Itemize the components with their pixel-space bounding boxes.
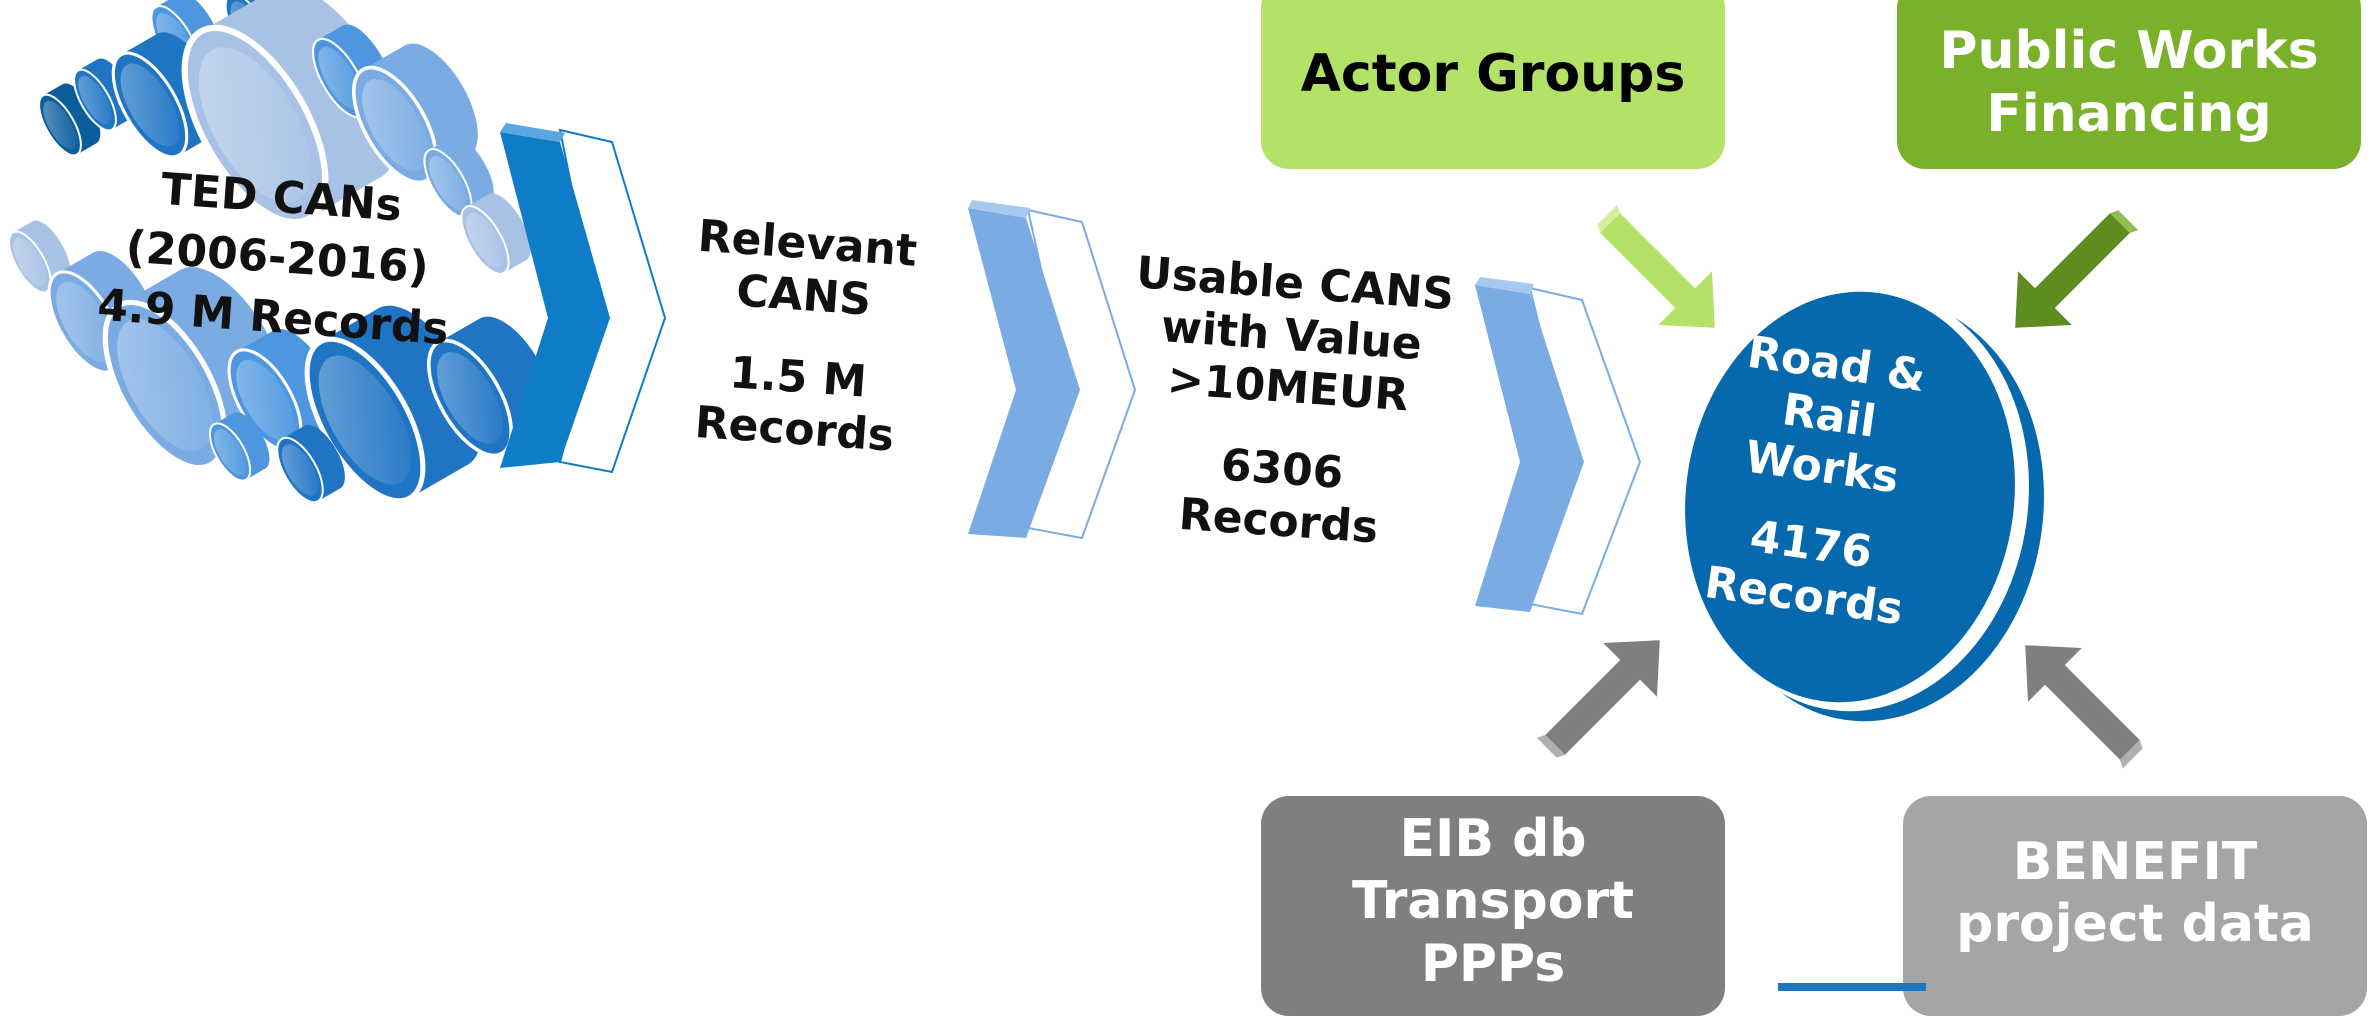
actor-groups-box: Actor Groups — [1261, 0, 1725, 169]
eib-transport-ppps-box: EIB db Transport PPPs — [1261, 796, 1725, 1016]
stage-line: CANS — [735, 265, 873, 325]
box-line: PPPs — [1420, 933, 1566, 994]
box-line: Financing — [1986, 83, 2272, 144]
cylinder-icon — [227, 328, 337, 452]
disk-icon — [1685, 288, 2044, 722]
box-line: Actor Groups — [1300, 44, 1686, 105]
usable-cans-label: Usable CANS with Value >10MEUR 6306 Reco… — [1135, 247, 1456, 554]
stage-line: Relevant — [696, 211, 918, 277]
box-line: EIB db — [1399, 809, 1587, 869]
database-cylinders-icon — [8, 0, 553, 504]
arrow-icon — [2015, 210, 2139, 328]
chevron-arrow-icon — [1475, 277, 1642, 616]
cylinder-icon — [276, 425, 345, 504]
chevron-arrow-icon — [968, 200, 1137, 540]
stage-line: Records — [693, 397, 895, 462]
relevant-cans-label: Relevant CANS 1.5 M Records — [693, 211, 918, 462]
stage-line: Records — [1177, 489, 1379, 554]
chevron-arrow-icon — [500, 123, 667, 474]
box-line: Transport — [1352, 871, 1634, 932]
decorative-strip — [1778, 983, 1926, 991]
stage-line: 1.5 M — [728, 347, 868, 407]
stage-line: 6306 — [1219, 440, 1345, 499]
box-line: BENEFIT — [2012, 832, 2258, 892]
cylinder-icon — [304, 305, 482, 504]
cylinder-icon — [38, 83, 101, 157]
benefit-project-data-box: BENEFIT project data — [1903, 796, 2367, 1016]
cylinder-icon — [208, 412, 270, 482]
cylinder-icon — [460, 193, 531, 275]
box-line: project data — [1956, 894, 2314, 955]
cylinder-icon — [423, 136, 494, 218]
arrow-icon — [1597, 204, 1715, 328]
arrow-icon — [1536, 640, 1660, 758]
public-works-financing-box: Public Works Financing — [1897, 0, 2361, 169]
ted-cans-label: TED CANs (2006-2016) 4.9 M Records — [96, 164, 450, 355]
arrow-icon — [2025, 645, 2143, 769]
flow-diagram: TED CANs (2006-2016) 4.9 M Records Relev… — [8, 0, 2143, 769]
box-line: Public Works — [1939, 21, 2319, 82]
cylinder-icon — [8, 220, 71, 294]
